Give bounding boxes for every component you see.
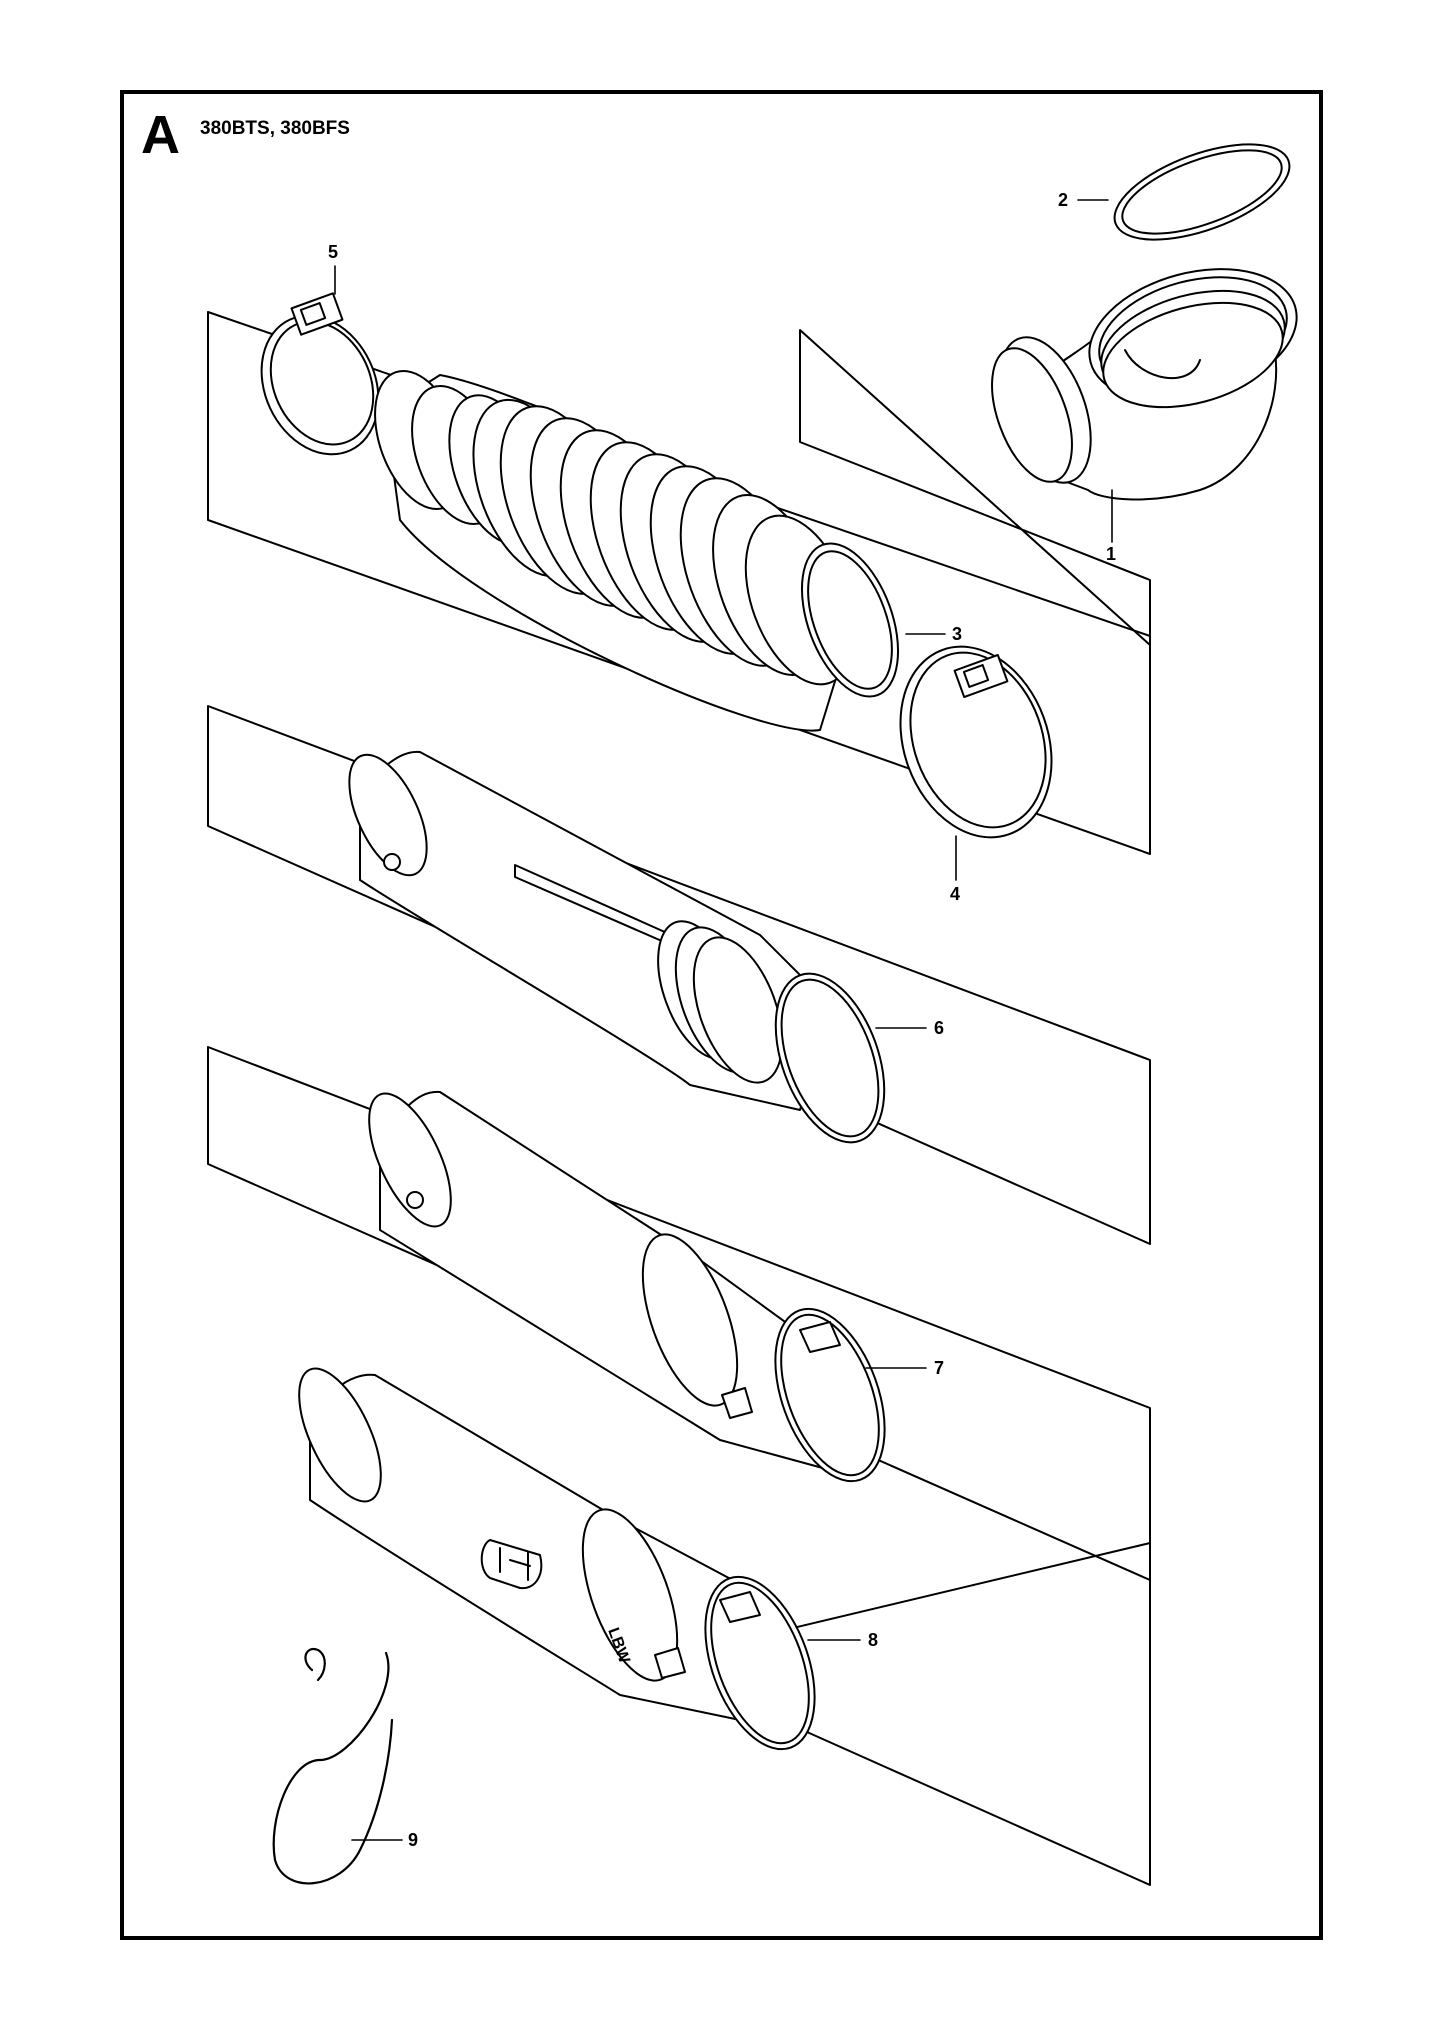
callout-9: 9 [408,1830,419,1850]
part-8-tube [298,1367,816,1751]
guide-plane-tube-8 [649,1542,1151,1886]
section-letter: A [141,105,180,165]
diagram-frame [120,90,1323,1940]
callout-7: 7 [934,1358,945,1378]
guide-plane-hose [207,311,1151,855]
leader-lines [334,199,1113,1841]
brand-logo-icon [480,1539,543,1590]
part-7-tube [368,1090,886,1483]
part-1-elbow [991,268,1298,501]
callout-8: 8 [868,1630,879,1650]
guide-plane-elbow [799,329,1151,646]
callout-1: 1 [1106,544,1117,564]
part-6-tube [348,750,886,1144]
callout-3: 3 [952,624,963,644]
part-2-o-ring [1113,143,1291,241]
model-label: 380BTS, 380BFS [200,118,350,139]
callout-5: 5 [328,242,339,262]
part-3-bellows-hose [374,369,900,732]
callout-2: 2 [1058,190,1069,210]
callout-6: 6 [934,1018,945,1038]
callout-4: 4 [950,884,961,904]
part-5-hose-clamp [260,292,380,456]
part-4-hose-clamp [899,645,1053,839]
guide-plane-tube-6 [207,705,1151,1245]
part-9-wire-clip [272,1647,394,1885]
